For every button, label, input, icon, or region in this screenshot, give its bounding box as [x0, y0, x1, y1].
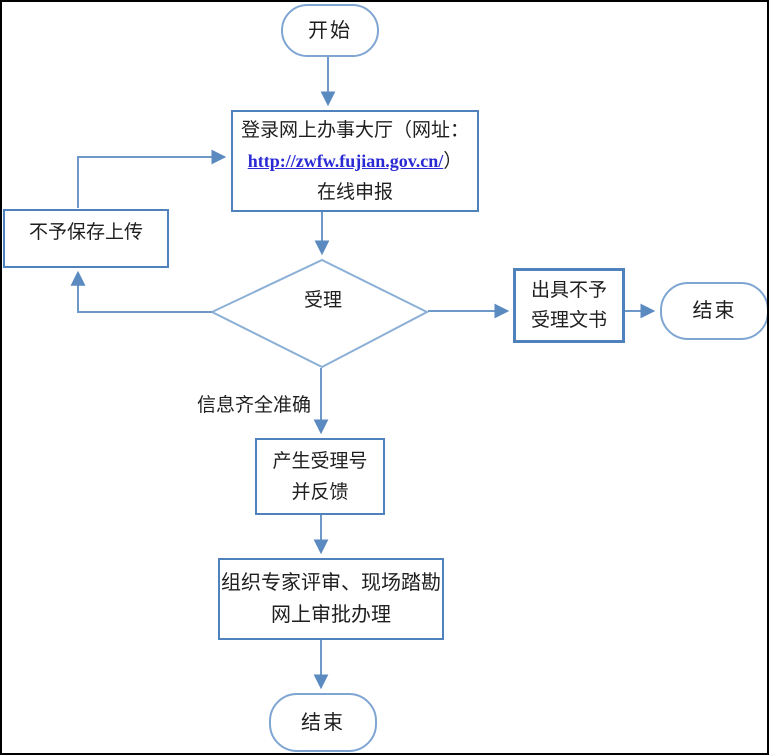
- start-node: 开始: [281, 4, 379, 57]
- login-line3: 在线申报: [316, 181, 393, 203]
- acceptance-line2: 并反馈: [291, 481, 349, 503]
- end-right-label: 结束: [692, 300, 737, 322]
- reject-notice-line1: 出具不予: [530, 279, 607, 301]
- info-complete-edge-label: 信息齐全准确: [197, 395, 312, 416]
- arrow-decision-to-no-save: [70, 270, 212, 313]
- no-save-upload-label: 不予保存上传: [28, 222, 143, 243]
- acceptance-number-node: 产生受理号 并反馈: [255, 438, 385, 515]
- reject-notice-node: 出具不予 受理文书: [513, 268, 625, 343]
- expert-review-node: 组织专家评审、现场踏勘 网上审批办理: [218, 558, 444, 640]
- expert-review-line1: 组织专家评审、现场踏勘: [221, 572, 441, 594]
- end-node-bottom: 结束: [269, 693, 377, 752]
- decision-diamond-shape: [209, 258, 430, 369]
- reject-notice-line2: 受理文书: [530, 309, 607, 331]
- start-label: 开始: [308, 19, 352, 42]
- expert-review-line2: 网上审批办理: [271, 604, 391, 626]
- login-line1: 登录网上办事大厅（网址：: [240, 119, 469, 141]
- decision-node-label: 受理: [303, 290, 342, 311]
- end-node-right: 结束: [660, 282, 767, 340]
- login-link-suffix: ）: [443, 150, 463, 172]
- login-node: 登录网上办事大厅（网址： http://zwfw.fujian.gov.cn/）…: [231, 110, 479, 212]
- login-line2: http://zwfw.fujian.gov.cn/）: [248, 146, 463, 177]
- arrow-no-save-to-login: [77, 149, 227, 208]
- no-save-upload-node: 不予保存上传: [3, 209, 169, 268]
- acceptance-line1: 产生受理号: [272, 450, 368, 472]
- portal-link[interactable]: http://zwfw.fujian.gov.cn/: [247, 150, 444, 171]
- end-bottom-label: 结束: [301, 711, 345, 734]
